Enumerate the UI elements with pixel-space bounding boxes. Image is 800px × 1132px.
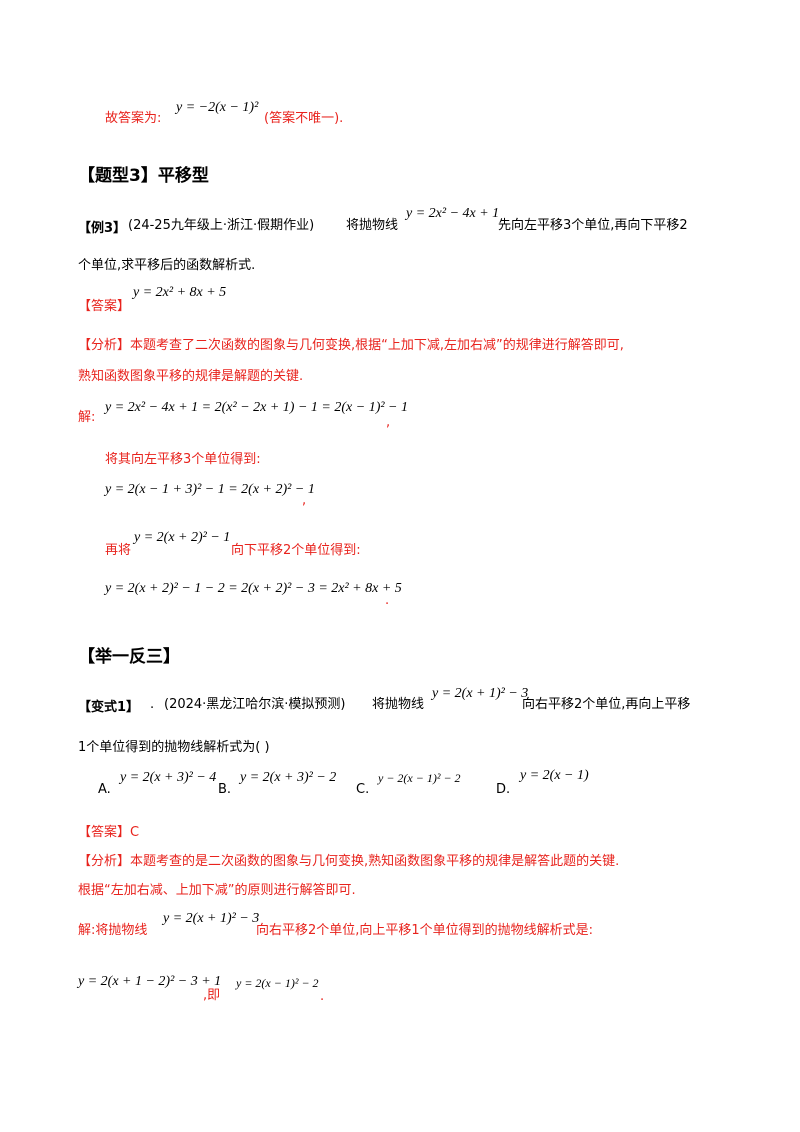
variant1-analysis-line1: 【分析】本题考查的是二次函数的图象与几何变换,熟知函数图象平移的规律是解答此题的…	[78, 854, 620, 869]
variant1-label: 【变式1】	[78, 700, 140, 715]
example3-answer-label: 【答案】	[78, 299, 131, 314]
variant1-solution-formula: y = 2(x + 1)² − 3	[163, 911, 260, 926]
example3-analysis-line1: 【分析】本题考查了二次函数的图象与几何变换,根据“上加下减,左加右减”的规律进行…	[78, 338, 624, 353]
practice-heading: 【举一反三】	[78, 647, 180, 667]
variant1-final-mid: ,即	[203, 988, 221, 1003]
intro-suffix: (答案不唯一).	[264, 111, 344, 126]
intro-prefix: 故答案为:	[105, 111, 162, 126]
down-shift-prefix: 再将	[105, 543, 132, 558]
variant1-final-formula: y = 2(x + 1 − 2)² − 3 + 1	[78, 974, 222, 989]
option-c-letter: C.	[356, 782, 370, 797]
example3-solution-step1: y = 2x² − 4x + 1 = 2(x² − 2x + 1) − 1 = …	[105, 400, 408, 415]
variant1-source: (2024·黑龙江哈尔滨·模拟预测)	[164, 697, 346, 712]
variant1-solution-suffix: 向右平移2个单位,向上平移1个单位得到的抛物线解析式是:	[256, 923, 594, 938]
option-a-formula: y = 2(x + 3)² − 4	[120, 770, 217, 785]
example3-solution-step1-end: ,	[386, 415, 391, 430]
example3-analysis-line2: 熟知函数图象平移的规律是解题的关键.	[78, 369, 304, 384]
example3-solution-step2-end: ,	[302, 493, 307, 508]
variant1-dot: .	[150, 697, 155, 712]
option-c-formula: y − 2(x − 1)² − 2	[378, 771, 461, 785]
example3-label: 【例3】	[78, 221, 127, 236]
example3-source: (24-25九年级上·浙江·假期作业)	[128, 218, 315, 233]
option-a-letter: A.	[98, 782, 111, 797]
option-b-letter: B.	[218, 782, 232, 797]
type3-heading: 【题型3】平移型	[78, 166, 209, 186]
option-d-formula: y = 2(x − 1)	[520, 768, 589, 783]
left-shift-text: 将其向左平移3个单位得到:	[105, 452, 261, 467]
example3-text-a: 将抛物线	[346, 218, 399, 233]
variant1-text-b: 向右平移2个单位,再向上平移	[522, 697, 691, 712]
down-shift-formula: y = 2(x + 2)² − 1	[134, 530, 231, 545]
variant1-text-a: 将抛物线	[372, 697, 425, 712]
variant1-final-end: .	[320, 989, 325, 1004]
example3-solution-step3: y = 2(x + 2)² − 1 − 2 = 2(x + 2)² − 3 = …	[105, 581, 402, 596]
option-d-letter: D.	[496, 782, 511, 797]
variant1-formula: y = 2(x + 1)² − 3	[432, 686, 529, 701]
variant1-line2: 1个单位得到的抛物线解析式为( )	[78, 740, 270, 755]
variant1-solution-prefix: 解:将抛物线	[78, 923, 148, 938]
example3-solution-step2: y = 2(x − 1 + 3)² − 1 = 2(x + 2)² − 1	[105, 482, 315, 497]
example3-line2: 个单位,求平移后的函数解析式.	[78, 258, 256, 273]
variant1-final-result: y = 2(x − 1)² − 2	[236, 976, 319, 990]
example3-text-b: 先向左平移3个单位,再向下平移2	[498, 218, 688, 233]
example3-solution-step3-end: .	[385, 593, 390, 608]
option-b-formula: y = 2(x + 3)² − 2	[240, 770, 337, 785]
example3-solution-label: 解:	[78, 410, 96, 425]
intro-formula: y = −2(x − 1)²	[176, 100, 259, 115]
variant1-analysis-line2: 根据“左加右减、上加下减”的原则进行解答即可.	[78, 883, 356, 898]
example3-answer-formula: y = 2x² + 8x + 5	[133, 285, 227, 300]
variant1-answer: 【答案】C	[78, 825, 140, 840]
example3-formula: y = 2x² − 4x + 1	[406, 206, 500, 221]
down-shift-suffix: 向下平移2个单位得到:	[231, 543, 361, 558]
